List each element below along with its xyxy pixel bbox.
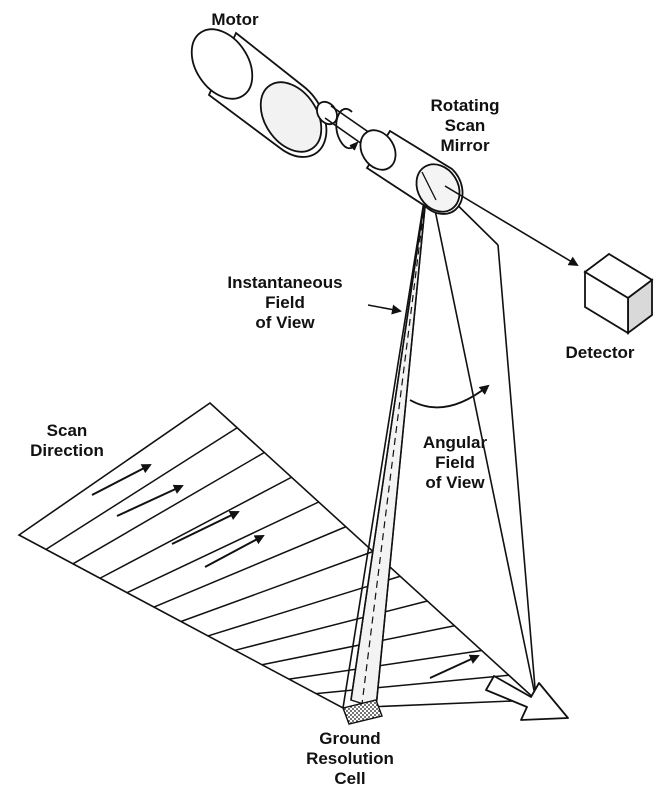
mirror-to-detector-ray xyxy=(444,185,579,267)
ground-resolution-cell-label: Ground Resolution Cell xyxy=(290,729,410,789)
rotating-scan-mirror-line-1: Rotating xyxy=(430,96,500,115)
platform-motion-arrow-icon xyxy=(485,675,569,721)
scan-line xyxy=(315,674,509,695)
scan-line xyxy=(99,476,292,579)
ground-resolution-cell-line-3: Cell xyxy=(334,769,366,788)
detector-label: Detector xyxy=(565,343,635,362)
instantaneous-fov-line-3: of View xyxy=(255,313,315,332)
rotation-arrow-icon xyxy=(335,108,359,151)
instantaneous-fov-line-2: Field xyxy=(265,293,305,312)
rotating-scan-mirror-label: Rotating Scan Mirror xyxy=(410,96,520,156)
scan-direction-label: Scan Direction xyxy=(12,421,122,461)
instantaneous-fov-label: Instantaneous Field of View xyxy=(205,273,365,333)
scan-lines xyxy=(45,427,509,695)
angular-fov-line-3: of View xyxy=(425,473,485,492)
scan-line xyxy=(126,501,319,594)
scan-line xyxy=(234,600,428,652)
motor xyxy=(190,28,338,158)
instantaneous-fov-beam xyxy=(350,175,429,709)
scan-direction-line-1: Scan xyxy=(46,421,88,440)
scan-direction-line-2: Direction xyxy=(30,441,104,460)
scan-line xyxy=(72,451,265,565)
motor-label: Motor xyxy=(211,10,259,29)
angular-fov-arc-arrow xyxy=(409,384,490,409)
ground-resolution-cell-line-2: Resolution xyxy=(306,749,394,768)
angular-fov-line-1: Angular xyxy=(422,433,488,452)
scan-line xyxy=(288,649,482,680)
rotating-scan-mirror-line-2: Scan xyxy=(444,116,486,135)
scan-direction-arrows xyxy=(91,464,480,679)
rotating-scan-mirror xyxy=(359,129,464,215)
detector xyxy=(583,252,654,335)
scan-line xyxy=(45,427,238,551)
ground-resolution-cell xyxy=(342,699,383,725)
instantaneous-fov-line-1: Instantaneous xyxy=(227,273,343,292)
scan-line xyxy=(180,550,374,623)
ground-resolution-cell-line-1: Ground xyxy=(319,729,381,748)
angular-fov-label: Angular Field of View xyxy=(400,433,510,493)
angular-fov-line-2: Field xyxy=(435,453,475,472)
ifov-pointer-arrow xyxy=(367,304,402,315)
rotating-scan-mirror-line-3: Mirror xyxy=(440,136,490,155)
scan-line xyxy=(153,526,347,608)
